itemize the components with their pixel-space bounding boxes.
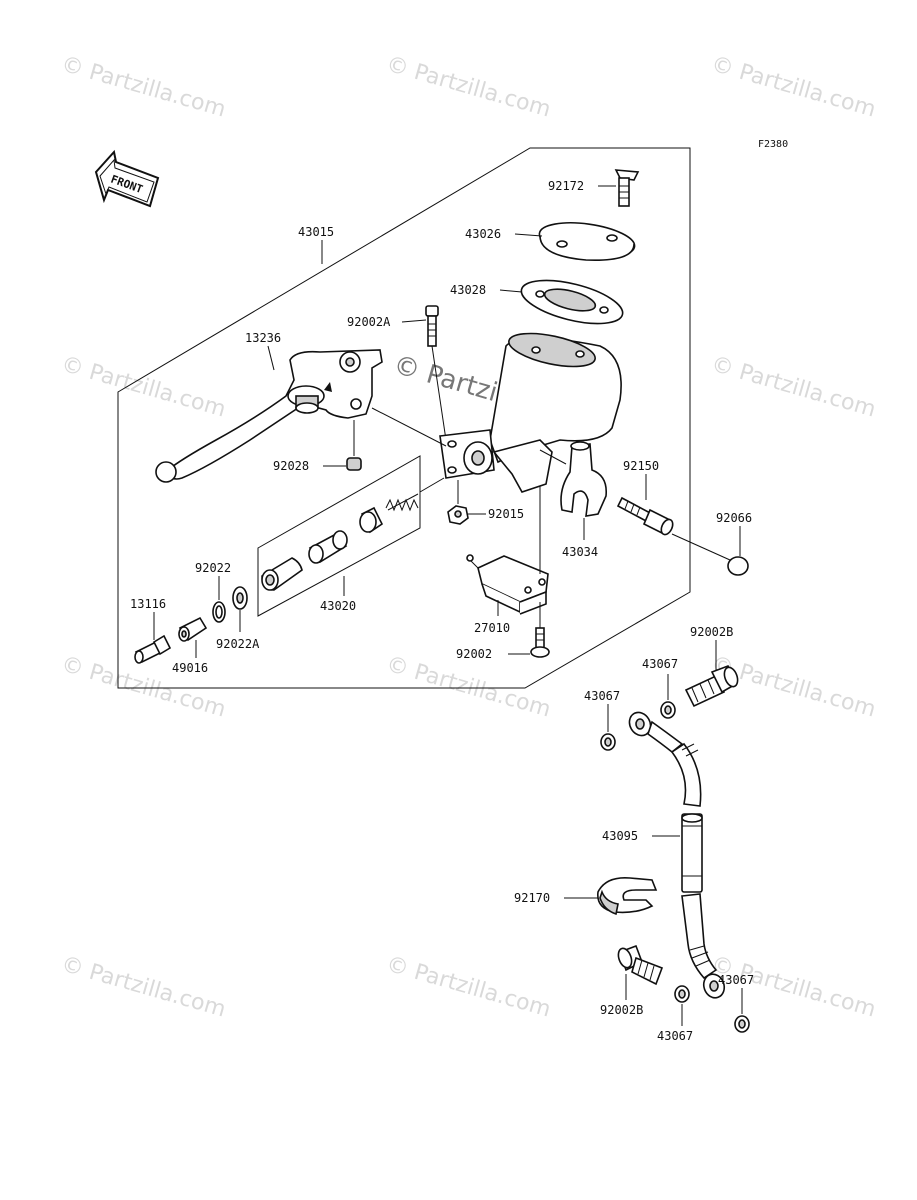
part-label-43067-c: 43067 — [657, 1029, 693, 1043]
front-arrow-icon: FRONT — [94, 149, 160, 208]
part-label-43015: 43015 — [298, 225, 334, 239]
part-label-92022A: 92022A — [216, 637, 260, 651]
reservoir-cap-43026 — [538, 222, 636, 261]
boot-49016 — [178, 616, 208, 642]
cap-92066 — [727, 556, 749, 576]
clamp-43034 — [560, 441, 608, 517]
banjo-bolt-92002B-bottom — [617, 944, 664, 986]
washer-43067-a — [660, 701, 676, 719]
screw-92002A — [425, 305, 439, 347]
part-label-92022: 92022 — [195, 561, 231, 575]
watermark: © Partzilla.com — [708, 52, 878, 123]
part-label-92002: 92002 — [456, 647, 492, 661]
washer-43067-d — [734, 1015, 750, 1033]
bolt-92150 — [616, 496, 674, 536]
part-label-43020: 43020 — [320, 599, 356, 613]
part-label-92015: 92015 — [488, 507, 524, 521]
watermark: © Partzilla.com — [383, 652, 553, 723]
part-label-43034: 43034 — [562, 545, 598, 559]
push-rod-13116 — [134, 634, 172, 664]
part-label-43028: 43028 — [450, 283, 486, 297]
part-label-92028: 92028 — [273, 459, 309, 473]
part-label-13116: 13116 — [130, 597, 166, 611]
watermark: © Partzilla.com — [58, 352, 228, 423]
part-label-43067-b: 43067 — [584, 689, 620, 703]
leader-line — [539, 449, 567, 465]
part-label-43067-d: 43067 — [718, 973, 754, 987]
switch-27010 — [466, 554, 549, 615]
watermark: © Partzilla.com — [708, 952, 878, 1023]
screw-92002 — [530, 627, 550, 658]
subassembly-outline-43020 — [257, 455, 421, 617]
part-label-49016: 49016 — [172, 661, 208, 675]
part-label-27010: 27010 — [474, 621, 510, 635]
assembly-outline — [117, 147, 691, 689]
figure-code: F2380 — [758, 139, 788, 150]
leader-line — [431, 345, 447, 441]
clamp-92170 — [597, 876, 658, 916]
bush-92028 — [346, 457, 362, 471]
master-cylinder-body — [439, 332, 622, 493]
part-label-92002A: 92002A — [347, 315, 391, 329]
part-label-92172: 92172 — [548, 179, 584, 193]
watermark: © Partzilla.com — [58, 52, 228, 123]
part-label-92002B-top: 92002B — [690, 625, 733, 639]
washer-92022A — [232, 586, 248, 610]
part-label-92066: 92066 — [716, 511, 752, 525]
watermark: © Partzilla.com — [383, 52, 553, 123]
leader-line — [514, 233, 543, 237]
nut-92015 — [447, 505, 469, 525]
watermark: © Partzilla.com — [58, 952, 228, 1023]
leader-line — [371, 407, 447, 447]
diaphragm-43028 — [520, 279, 624, 325]
part-label-43067-a: 43067 — [642, 657, 678, 671]
part-label-13236: 13236 — [245, 331, 281, 345]
part-label-92150: 92150 — [623, 459, 659, 473]
watermark: © Partzilla.com — [708, 352, 878, 423]
banjo-bolt-92002B-top — [684, 664, 739, 708]
piston-kit-43020 — [261, 493, 419, 591]
part-label-43026: 43026 — [465, 227, 501, 241]
leader-line — [401, 319, 427, 323]
part-label-43095: 43095 — [602, 829, 638, 843]
leader-line — [671, 533, 731, 561]
leader-line — [499, 289, 523, 293]
screw-92172 — [614, 169, 640, 207]
leader-line — [419, 477, 445, 493]
circlip-92022 — [212, 601, 226, 623]
clutch-lever-13236 — [155, 349, 383, 483]
washer-43067-b — [600, 733, 616, 751]
washer-43067-c — [674, 985, 690, 1003]
part-label-92002B-bottom: 92002B — [600, 1003, 643, 1017]
watermark-layer: © Partzilla.com © Partzilla.com © Partzi… — [58, 52, 878, 1023]
watermark: © Partzilla.com — [383, 952, 553, 1023]
leader-line — [267, 345, 275, 371]
clutch-hose-43095 — [628, 711, 726, 999]
part-label-92170: 92170 — [514, 891, 550, 905]
